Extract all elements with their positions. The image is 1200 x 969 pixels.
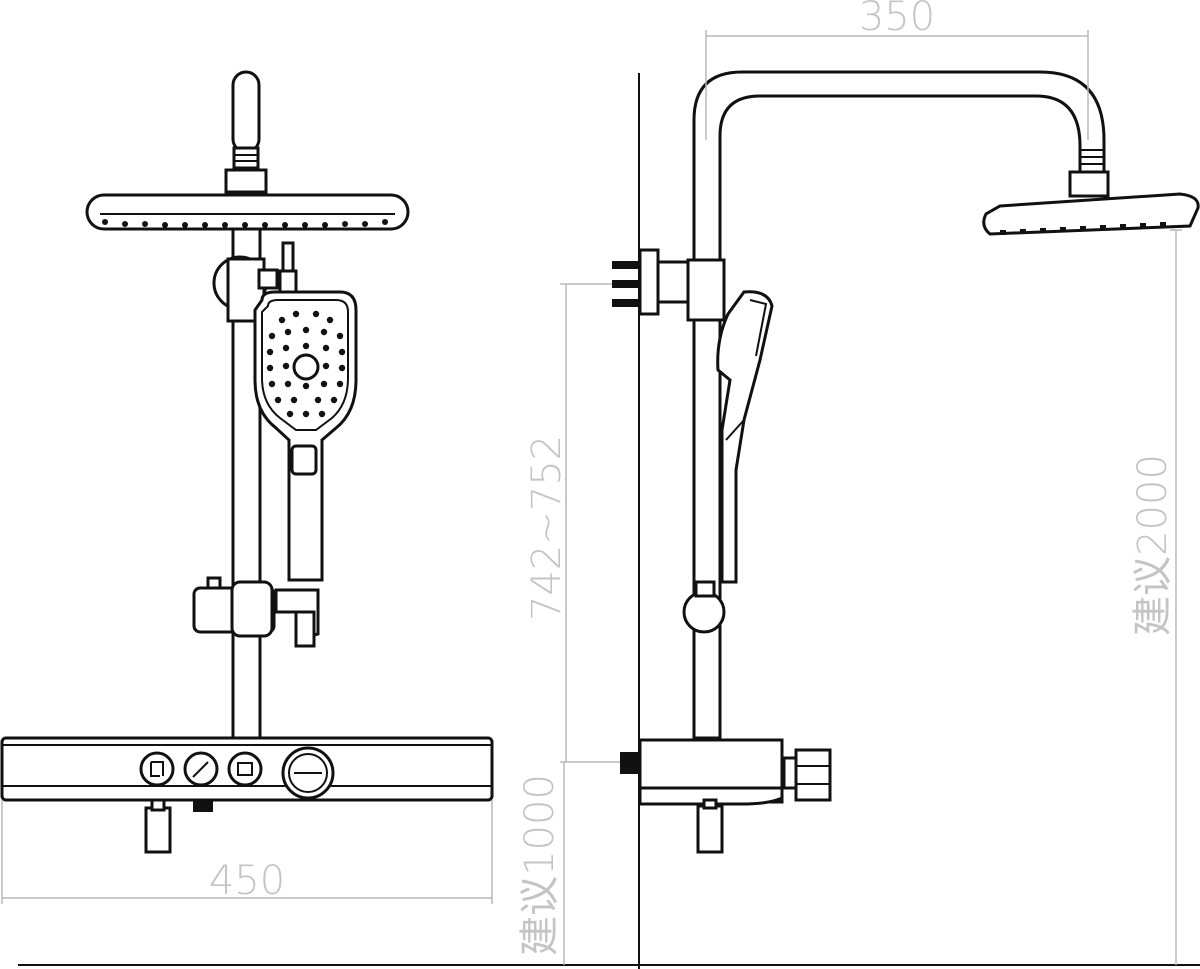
dim-2000-label: 建议2000: [1130, 454, 1176, 636]
side-view: [612, 70, 1200, 854]
dimension-742-752: 742~752: [524, 283, 620, 763]
side-shower-arm: [692, 70, 1106, 740]
front-control-panel: [0, 736, 494, 802]
dim-450-label: 450: [209, 858, 285, 904]
side-rain-head: [982, 192, 1200, 236]
front-top-arm: [231, 70, 261, 154]
dim-742-752-label: 742~752: [524, 435, 570, 621]
front-view: [0, 70, 494, 854]
button-3-icon: [227, 751, 263, 787]
side-hand-shower: [716, 290, 774, 584]
front-slider-holder: [192, 576, 320, 648]
dimension-450: 450: [1, 800, 493, 904]
front-bottom-outlet: [144, 806, 172, 854]
dimension-350: 350: [705, 0, 1089, 140]
side-control-panel: [620, 738, 832, 854]
front-hand-shower: [253, 290, 358, 582]
dim-350-label: 350: [859, 0, 935, 40]
button-1-icon: [139, 751, 175, 787]
dim-1000-label: 建议1000: [517, 774, 563, 956]
side-wall-bracket: [638, 248, 660, 316]
dimension-1000: 建议1000: [517, 762, 565, 965]
dimension-2000: 建议2000: [1130, 229, 1182, 965]
side-slider-knob: [682, 590, 726, 634]
rain-head-nozzles: [102, 219, 388, 228]
